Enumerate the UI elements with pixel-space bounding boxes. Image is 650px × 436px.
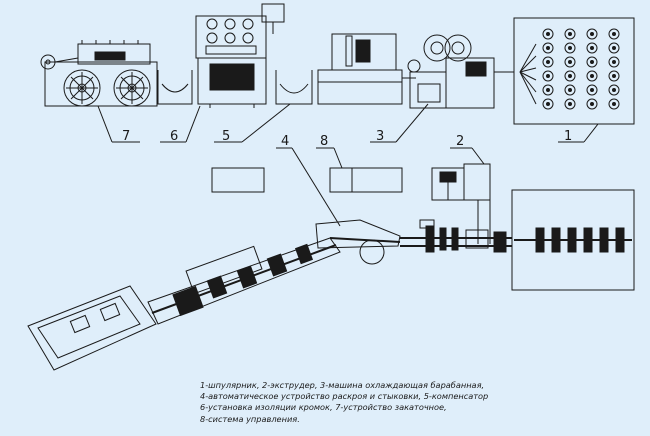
bobbin <box>608 70 620 82</box>
bobbin-core <box>568 102 572 106</box>
bobbin-core <box>590 46 594 50</box>
plan-conveyor-line <box>400 219 512 253</box>
callout-5: 5 <box>222 129 230 144</box>
callout-4: 4 <box>281 134 289 149</box>
bobbin <box>564 70 576 82</box>
bobbin <box>608 84 620 96</box>
bobbin <box>542 42 554 54</box>
leader-lines <box>97 103 599 227</box>
bobbin <box>564 98 576 110</box>
creel-plan-rollers <box>535 227 625 253</box>
bobbin <box>586 42 598 54</box>
bobbin-core <box>612 74 616 78</box>
callout-8: 8 <box>320 134 328 149</box>
bobbin-core <box>568 88 572 92</box>
legend: 1-шпулярник, 2-экструдер, 3-машина охлаж… <box>200 380 640 425</box>
bobbin <box>564 84 576 96</box>
callout-6: 6 <box>170 129 178 144</box>
unit-6-edge-insulation <box>157 15 267 108</box>
legend-line: 1-шпулярник, 2-экструдер, 3-машина охлаж… <box>200 380 485 390</box>
bobbin <box>608 28 620 40</box>
plan-roller <box>567 227 577 253</box>
unit-4-cutting-splicing-plan <box>315 219 401 265</box>
unit-5-compensator <box>261 3 313 105</box>
callout-3: 3 <box>376 129 384 144</box>
bobbin <box>608 42 620 54</box>
bobbin <box>608 98 620 110</box>
bobbin <box>564 56 576 68</box>
bobbin <box>608 56 620 68</box>
bobbin-core <box>546 46 550 50</box>
plan-roller <box>615 227 625 253</box>
callout-2: 2 <box>456 134 464 149</box>
plan-roller <box>599 227 609 253</box>
bobbin-core <box>568 60 572 64</box>
legend-line: 8-система управления. <box>200 413 300 424</box>
creel-bobbins <box>542 28 620 110</box>
plan-roller <box>551 227 561 253</box>
bobbin <box>564 42 576 54</box>
bobbin <box>586 28 598 40</box>
bobbin <box>586 98 598 110</box>
unit-3-cooling-drum-machine <box>317 33 495 109</box>
bobbin-core <box>590 60 594 64</box>
bobbin-core <box>546 102 550 106</box>
bobbin-core <box>546 60 550 64</box>
unit-1-bobbin-creel <box>494 17 635 125</box>
bobbin-core <box>612 60 616 64</box>
bobbin <box>542 84 554 96</box>
bobbin <box>542 98 554 110</box>
bobbin-core <box>612 102 616 106</box>
bobbin-core <box>590 74 594 78</box>
bobbin-core <box>612 88 616 92</box>
bobbin <box>542 28 554 40</box>
unit-7-winding-device <box>40 40 158 107</box>
bobbin-core <box>612 32 616 36</box>
bobbin-core <box>568 74 572 78</box>
bobbin-core <box>568 46 572 50</box>
bobbin <box>564 28 576 40</box>
bobbin-core <box>590 88 594 92</box>
winding-station-plan <box>27 285 157 371</box>
bobbin-core <box>590 102 594 106</box>
bobbin <box>586 70 598 82</box>
bobbin-core <box>546 74 550 78</box>
bobbin <box>542 56 554 68</box>
bobbin-core <box>546 88 550 92</box>
bobbin <box>586 84 598 96</box>
bobbin-core <box>590 32 594 36</box>
legend-line: 4-автоматическое устройство раскроя и ст… <box>200 391 489 402</box>
control-system-blocks <box>211 167 403 193</box>
plan-roller <box>535 227 545 253</box>
bobbin <box>542 70 554 82</box>
legend-line: 6-установка изоляции кромок, 7-устройств… <box>200 402 447 413</box>
bobbin-core <box>568 32 572 36</box>
bobbin-core <box>546 32 550 36</box>
callout-1: 1 <box>564 129 572 144</box>
bobbin <box>586 56 598 68</box>
diagonal-conveyor <box>147 237 341 325</box>
callout-7: 7 <box>122 129 130 144</box>
unit-2-extruder <box>431 163 491 244</box>
bobbin-core <box>612 46 616 50</box>
plan-roller <box>583 227 593 253</box>
